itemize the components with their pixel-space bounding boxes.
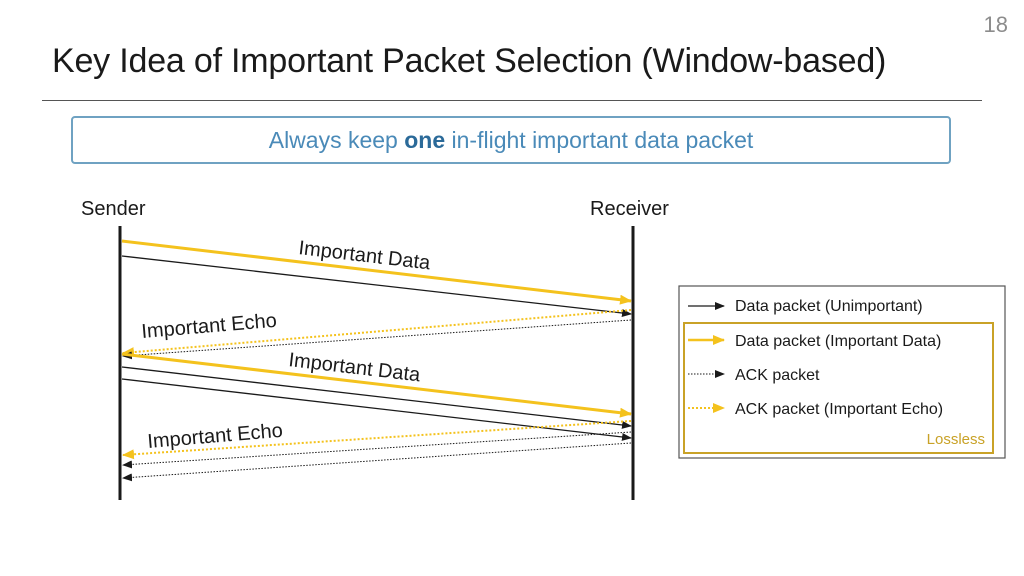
important-data-arrow-1: [121, 239, 632, 305]
callout-prefix: Always keep: [268, 126, 405, 153]
ack-arrow-2: [122, 431, 632, 469]
lossless-box: [683, 322, 994, 454]
important-data-arrow-2: [121, 352, 632, 418]
key-idea-callout: Always keep one in-flight important data…: [71, 116, 951, 164]
legend-data-unimportant: Data packet (Unimportant): [735, 298, 923, 315]
lossless-label: Lossless: [927, 431, 985, 448]
important-echo-arrow-1: [122, 309, 632, 358]
legend-ack-important: ACK packet (Important Echo): [735, 401, 943, 418]
data-arrow-3: [121, 378, 632, 441]
receiver-label: Receiver: [590, 198, 669, 220]
sender-label: Sender: [81, 198, 146, 220]
data-arrow-2: [121, 366, 632, 429]
ack-arrow-3: [122, 442, 632, 482]
legend: Data packet (Unimportant) Data packet (I…: [678, 285, 1006, 459]
ack-arrow-1: [122, 319, 632, 360]
slide-number: 18: [983, 12, 1008, 37]
callout-emphasis: one: [404, 126, 446, 153]
important-echo-label-1: Important Echo: [141, 310, 278, 343]
data-arrow-1: [121, 255, 632, 317]
title-divider: [42, 100, 982, 101]
important-echo-arrow-2: [122, 420, 632, 460]
legend-box: [678, 285, 1006, 459]
callout-suffix: in-flight important data packet: [445, 126, 754, 153]
legend-data-important: Data packet (Important Data): [735, 333, 941, 350]
page-title: Key Idea of Important Packet Selection (…: [52, 42, 887, 80]
legend-ack: ACK packet: [735, 367, 820, 384]
